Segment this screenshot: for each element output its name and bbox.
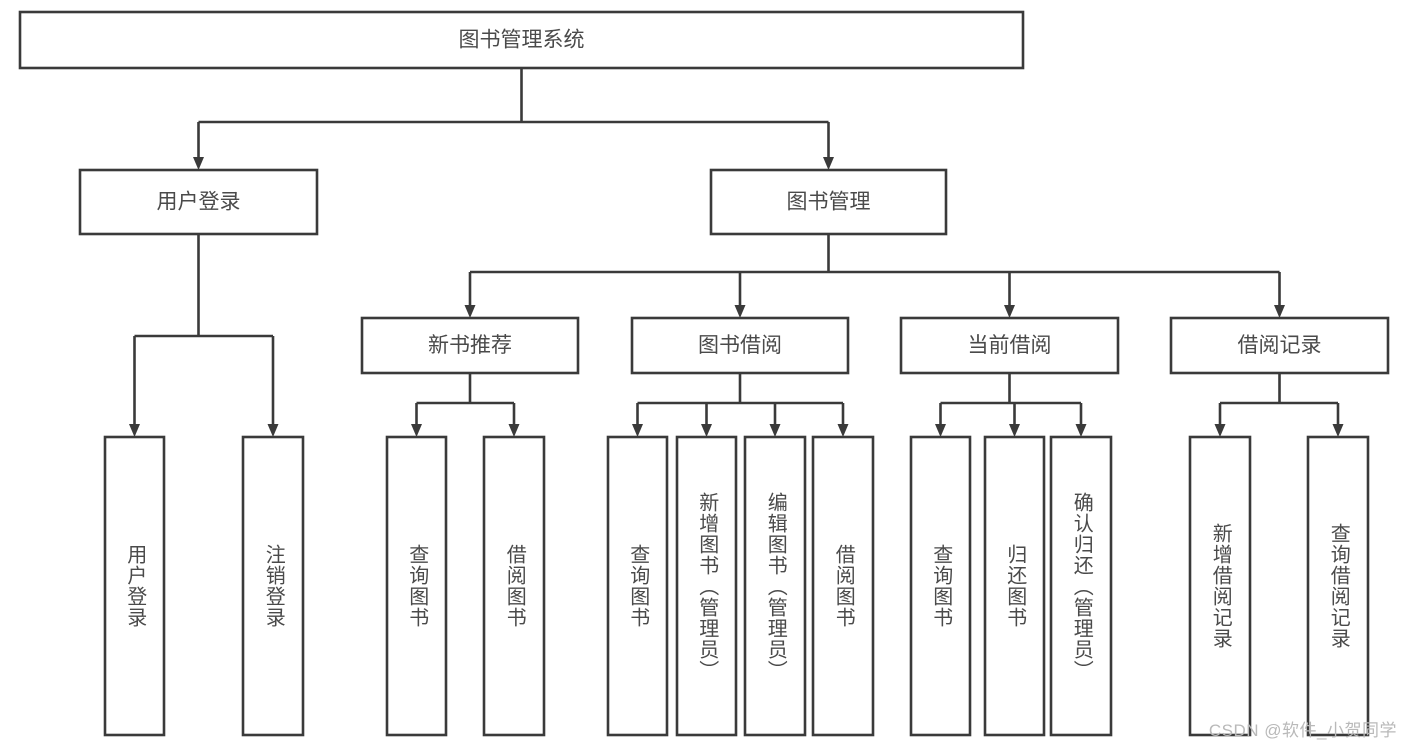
node-leaf-confirm-return[interactable] [1049, 435, 1113, 737]
node-box-leaf-borrow-book-1[interactable] [482, 435, 546, 737]
node-box-current-borrow[interactable] [899, 316, 1120, 375]
connector-user-login [129, 234, 279, 437]
node-box-leaf-logout[interactable] [241, 435, 305, 737]
connector-current-borrow [935, 373, 1087, 437]
connector-book-borrow [632, 373, 849, 437]
node-box-leaf-query-book-1[interactable] [385, 435, 448, 737]
node-leaf-return-book[interactable] [983, 435, 1046, 737]
arrow-head-icon [1009, 424, 1020, 437]
node-root[interactable]: 图书管理系统 [18, 10, 1025, 70]
node-new-book-rec[interactable]: 新书推荐 [360, 316, 580, 375]
arrow-head-icon [632, 424, 643, 437]
arrow-head-icon [129, 424, 140, 437]
arrow-head-icon [1214, 424, 1226, 437]
node-leaf-logout[interactable] [241, 435, 305, 737]
node-box-user-login[interactable] [78, 168, 319, 236]
node-leaf-edit-book[interactable] [743, 435, 807, 737]
node-box-book-borrow[interactable] [630, 316, 850, 375]
node-box-leaf-add-record[interactable] [1188, 435, 1252, 737]
node-box-leaf-query-record[interactable] [1306, 435, 1370, 737]
node-leaf-user-login[interactable] [103, 435, 166, 737]
node-current-borrow[interactable]: 当前借阅 [899, 316, 1120, 375]
arrow-head-icon [1075, 424, 1087, 437]
arrow-head-icon [508, 424, 520, 437]
arrow-head-icon [769, 424, 781, 437]
arrow-head-icon [1004, 305, 1015, 318]
node-leaf-borrow-book-1[interactable] [482, 435, 546, 737]
arrow-head-icon [837, 424, 849, 437]
node-box-leaf-return-book[interactable] [983, 435, 1046, 737]
node-box-leaf-borrow-book-2[interactable] [811, 435, 875, 737]
node-leaf-borrow-book-2[interactable] [811, 435, 875, 737]
node-box-leaf-query-book-3[interactable] [909, 435, 972, 737]
arrow-head-icon [193, 157, 204, 170]
node-label-user-login: 用户登录 [157, 191, 241, 214]
node-label-current-borrow: 当前借阅 [968, 334, 1052, 357]
node-box-leaf-add-book[interactable] [675, 435, 738, 737]
node-leaf-add-book[interactable] [675, 435, 738, 737]
node-leaf-query-record[interactable] [1306, 435, 1370, 737]
arrow-head-icon [734, 305, 746, 318]
connector-borrow-record [1214, 373, 1344, 437]
node-book-manage[interactable]: 图书管理 [709, 168, 948, 236]
connector-root [193, 68, 834, 170]
arrow-head-icon [1332, 424, 1344, 437]
arrow-head-icon [935, 424, 946, 437]
connector-new-book-rec [411, 373, 520, 437]
node-leaf-query-book-3[interactable] [909, 435, 972, 737]
node-box-book-manage[interactable] [709, 168, 948, 236]
node-leaf-query-book-2[interactable] [606, 435, 669, 737]
node-borrow-record[interactable]: 借阅记录 [1169, 316, 1390, 375]
arrow-head-icon [1274, 305, 1285, 318]
arrow-head-icon [701, 424, 712, 437]
node-label-borrow-record: 借阅记录 [1238, 334, 1322, 357]
arrow-head-icon [411, 424, 422, 437]
node-label-new-book-rec: 新书推荐 [428, 334, 512, 357]
node-label-book-manage: 图书管理 [787, 191, 871, 214]
arrow-head-icon [464, 305, 476, 318]
watermark-text: CSDN @软件_小贺同学 [1208, 721, 1397, 740]
node-box-leaf-edit-book[interactable] [743, 435, 807, 737]
node-box-new-book-rec[interactable] [360, 316, 580, 375]
node-user-login[interactable]: 用户登录 [78, 168, 319, 236]
node-leaf-add-record[interactable] [1188, 435, 1252, 737]
node-box-leaf-confirm-return[interactable] [1049, 435, 1113, 737]
arrow-head-icon [823, 157, 834, 170]
node-box-root[interactable] [18, 10, 1025, 70]
node-box-leaf-user-login[interactable] [103, 435, 166, 737]
node-label-book-borrow: 图书借阅 [698, 334, 782, 357]
node-box-borrow-record[interactable] [1169, 316, 1390, 375]
node-leaf-query-book-1[interactable] [385, 435, 448, 737]
arrow-head-icon [267, 424, 279, 437]
node-box-leaf-query-book-2[interactable] [606, 435, 669, 737]
node-book-borrow[interactable]: 图书借阅 [630, 316, 850, 375]
connectors-layer [129, 68, 1344, 437]
node-label-root: 图书管理系统 [459, 29, 585, 52]
connector-book-manage [464, 234, 1285, 318]
